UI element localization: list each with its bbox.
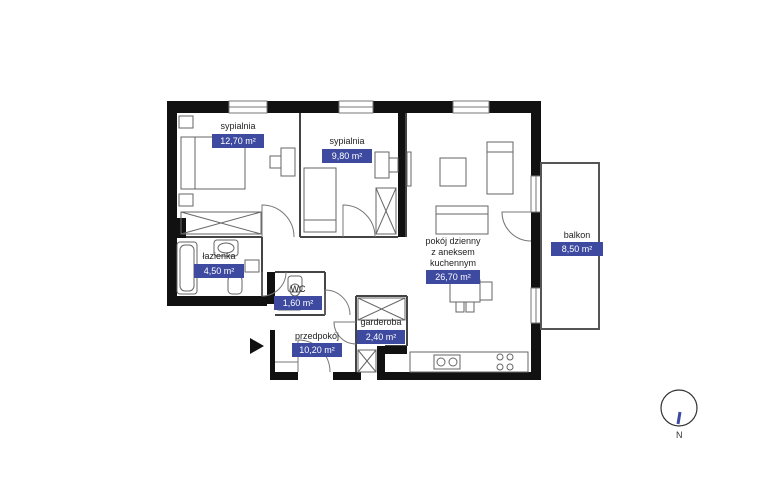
pokoj-dzienny-line-2: z aneksem — [431, 247, 475, 257]
pokoj-dzienny-line-1: pokój dzienny — [425, 236, 481, 246]
door-swings — [261, 204, 532, 373]
outer-walls — [167, 101, 541, 380]
room-area-wc: 1,60 m² — [274, 296, 322, 310]
compass-label: N — [676, 430, 683, 440]
windows — [228, 100, 542, 324]
room-name-przedpokoj: przedpokój — [294, 331, 340, 341]
bedroom-1-furniture — [178, 115, 296, 235]
room-area-sypialnia-2: 9,80 m² — [322, 149, 372, 163]
compass-icon — [660, 389, 698, 427]
entrance-arrow-icon — [250, 338, 264, 354]
room-name-sypialnia-2: sypialnia — [329, 136, 365, 146]
kitchen-counter — [409, 351, 529, 373]
room-area-balkon: 8,50 m² — [551, 242, 603, 256]
wardrobe-shelves — [357, 297, 406, 373]
room-area-pokoj-dzienny: 26,70 m² — [426, 270, 480, 284]
room-name-pokoj-dzienny: pokój dzienny z aneksem kuchennym — [425, 236, 480, 269]
room-area-przedpokoj: 10,20 m² — [292, 343, 342, 357]
pokoj-dzienny-line-3: kuchennym — [429, 258, 477, 268]
room-name-wc: WC — [290, 284, 306, 294]
living-furniture — [406, 141, 514, 313]
room-name-sypialnia-1: sypialnia — [220, 121, 256, 131]
room-area-lazienka: 4,50 m² — [194, 264, 244, 278]
room-area-garderoba: 2,40 m² — [357, 330, 405, 344]
bedroom-2-furniture — [303, 151, 399, 235]
room-name-garderoba: garderoba — [360, 317, 402, 327]
room-name-balkon: balkon — [563, 230, 591, 240]
room-area-sypialnia-1: 12,70 m² — [212, 134, 264, 148]
room-name-lazienka: łazienka — [202, 251, 236, 261]
